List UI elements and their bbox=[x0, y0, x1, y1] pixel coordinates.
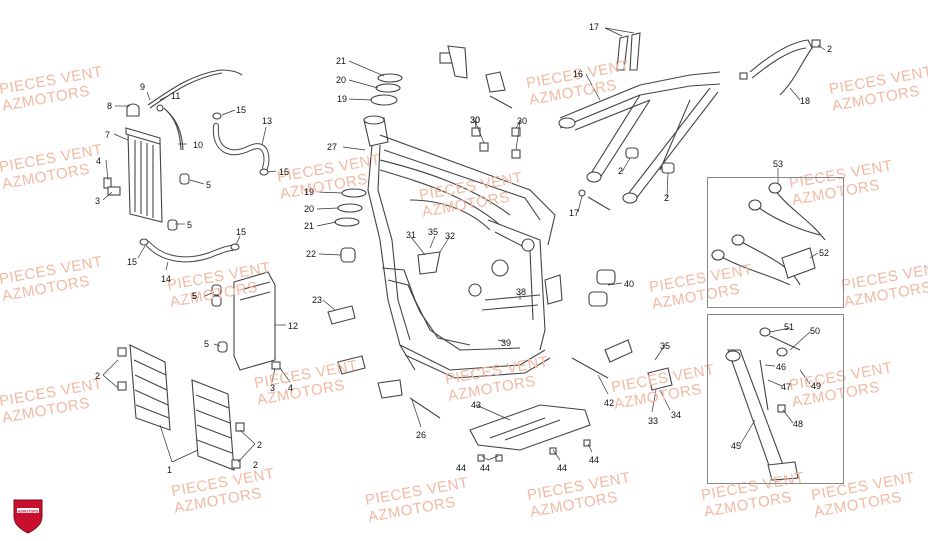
hose-13 bbox=[212, 112, 270, 176]
callout-label: 14 bbox=[161, 274, 172, 284]
skid-plate bbox=[469, 404, 591, 462]
callout-label: 21 bbox=[304, 221, 315, 231]
callout-label: 2 bbox=[253, 460, 259, 470]
callout-label: 3 bbox=[95, 196, 101, 206]
callout-label: 16 bbox=[573, 69, 584, 79]
callout-label: 48 bbox=[793, 419, 804, 429]
callout-label: 21 bbox=[336, 56, 347, 66]
small-parts bbox=[327, 45, 673, 419]
callout-label: 47 bbox=[781, 382, 792, 392]
callout-label: 9 bbox=[140, 82, 146, 92]
callout-label: 34 bbox=[671, 410, 682, 420]
callout-label: 43 bbox=[471, 400, 482, 410]
callout-label: 50 bbox=[810, 326, 821, 336]
shield-logo-icon: AZMOTORS bbox=[13, 499, 43, 534]
callout-label: 18 bbox=[800, 96, 811, 106]
main-frame bbox=[363, 115, 563, 379]
callout-label: 4 bbox=[96, 156, 102, 166]
callout-label: 17 bbox=[569, 208, 580, 218]
radiator-louvre-right bbox=[191, 379, 245, 471]
callout-label: 15 bbox=[236, 227, 247, 237]
callout-label: 19 bbox=[304, 187, 315, 197]
footpeg-parts bbox=[711, 182, 826, 286]
radiator-louvre-left bbox=[117, 344, 171, 431]
callout-label: 5 bbox=[192, 291, 198, 301]
callout-label: 30 bbox=[470, 115, 481, 125]
callout-label: 42 bbox=[604, 398, 615, 408]
callout-label: 20 bbox=[336, 75, 347, 85]
callout-label: 46 bbox=[776, 362, 787, 372]
callout-label: 33 bbox=[648, 416, 659, 426]
grab-handle bbox=[739, 39, 821, 96]
callout-label: 5 bbox=[192, 291, 198, 301]
leader-lines bbox=[102, 27, 826, 463]
side-stand-parts-box bbox=[707, 314, 844, 484]
footpeg-parts-box bbox=[707, 177, 844, 308]
callout-label: 40 bbox=[624, 279, 635, 289]
callout-label: 17 bbox=[589, 22, 600, 32]
callout-label: 12 bbox=[288, 321, 299, 331]
rear-subframe bbox=[558, 32, 721, 211]
callout-label: 5 bbox=[206, 180, 212, 190]
callout-label: 38 bbox=[516, 287, 527, 297]
callout-label: 27 bbox=[327, 142, 338, 152]
callout-label: 10 bbox=[193, 140, 204, 150]
callout-label: 19 bbox=[337, 94, 348, 104]
callout-label: 45 bbox=[731, 441, 742, 451]
callout-label: 15 bbox=[279, 167, 290, 177]
callout-label: 32 bbox=[445, 231, 456, 241]
callout-label: 2 bbox=[257, 440, 263, 450]
callout-label: 35 bbox=[660, 341, 671, 351]
radiator-right bbox=[211, 271, 281, 371]
callout-label: 22 bbox=[306, 249, 317, 259]
callout-label: 7 bbox=[105, 130, 111, 140]
callout-label: 52 bbox=[819, 248, 830, 258]
callout-label: 44 bbox=[589, 455, 600, 465]
callout-label: 8 bbox=[107, 101, 113, 111]
callout-label: 15 bbox=[236, 105, 247, 115]
svg-text:AZMOTORS: AZMOTORS bbox=[18, 509, 39, 513]
callout-label: 30 bbox=[470, 115, 481, 125]
callout-label: 2 bbox=[618, 166, 624, 176]
callout-label: 51 bbox=[784, 322, 795, 332]
callout-label: 4 bbox=[288, 383, 294, 393]
radiator-left bbox=[103, 69, 243, 231]
callout-label: 13 bbox=[262, 116, 273, 126]
callout-label: 53 bbox=[773, 159, 784, 169]
callout-label: 44 bbox=[456, 463, 467, 473]
callout-label: 30 bbox=[517, 116, 528, 126]
callout-label: 2 bbox=[664, 193, 670, 203]
callout-label: 31 bbox=[406, 230, 417, 240]
callout-label: 44 bbox=[480, 463, 491, 473]
callout-label: 5 bbox=[204, 339, 210, 349]
callout-label: 23 bbox=[312, 295, 323, 305]
callout-label: 11 bbox=[171, 91, 181, 101]
callout-label: 2 bbox=[827, 44, 833, 54]
side-stand-parts bbox=[725, 327, 801, 481]
hose-14 bbox=[139, 238, 240, 263]
callout-label: 44 bbox=[557, 463, 568, 473]
callout-label: 20 bbox=[304, 204, 315, 214]
callout-label: 1 bbox=[167, 465, 173, 475]
callout-label: 35 bbox=[428, 227, 439, 237]
callout-label: 3 bbox=[270, 383, 276, 393]
callout-label: 26 bbox=[416, 430, 427, 440]
callout-label: 49 bbox=[811, 381, 822, 391]
callout-label: 15 bbox=[127, 257, 138, 267]
callout-label: 5 bbox=[187, 220, 193, 230]
callout-label: 2 bbox=[95, 371, 101, 381]
callout-label: 39 bbox=[501, 338, 512, 348]
